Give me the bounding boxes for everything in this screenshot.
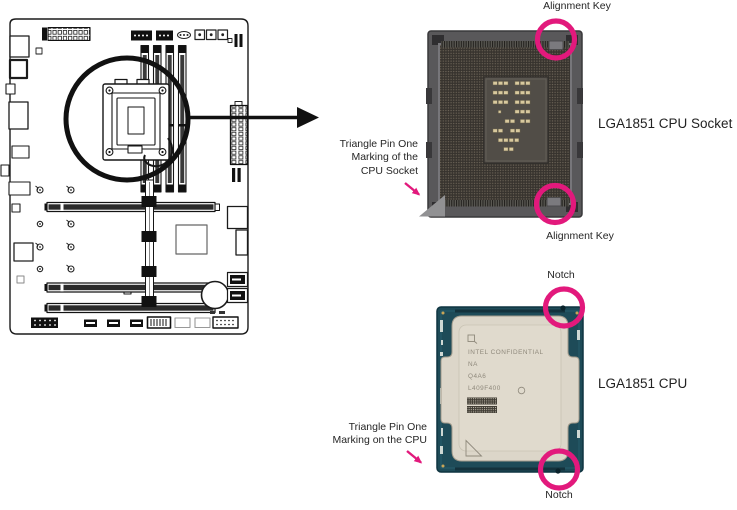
label-notch-bottom: Notch — [545, 489, 573, 501]
ihs-datamatrix — [467, 397, 497, 413]
socket-title: LGA1851 CPU Socket — [598, 116, 733, 131]
socket-pin-one-arrow-icon — [404, 182, 421, 196]
label-line: Triangle Pin One — [348, 421, 427, 433]
alignment-key-tab-top — [548, 40, 564, 50]
gold-pads — [492, 81, 531, 152]
fan-headers — [131, 29, 243, 47]
bottom-headers — [31, 316, 239, 329]
rear-io-ports — [0, 35, 43, 196]
cpu-title: LGA1851 CPU — [598, 376, 688, 391]
label-notch-top: Notch — [547, 269, 575, 281]
label-line: CPU Socket — [360, 164, 418, 177]
label-line: Triangle Pin One — [339, 138, 418, 150]
m2-slots — [141, 179, 157, 307]
motherboard-diagram — [0, 18, 249, 335]
sata-ports — [226, 271, 249, 304]
ihs-marking-line: Q4A6 — [468, 373, 487, 381]
socket-center-cavity — [483, 76, 549, 164]
ihs-marking-line: INTEL CONFIDENTIAL — [468, 349, 544, 356]
ihs-logo-mark — [467, 334, 478, 344]
top-pin-header — [47, 26, 91, 42]
cpu-socket-photo — [419, 30, 583, 218]
alignment-key-tab-bottom — [546, 197, 562, 207]
chipset — [175, 224, 208, 255]
pink-highlights — [533, 18, 586, 491]
cpu-ihs-markings: INTEL CONFIDENTIAL NA Q4A6 L409F400 — [468, 347, 552, 395]
cpu-notch-bottom — [555, 468, 561, 474]
cpu-pin-one-arrow-icon — [406, 450, 423, 464]
socket-pin-one-triangle-marker — [419, 195, 445, 217]
highlight-circle-alignment-key-bottom — [533, 182, 577, 226]
label-alignment-key-bottom: Alignment Key — [546, 230, 614, 242]
label-socket-pin-one: Triangle Pin One Marking of the CPU Sock… — [317, 138, 418, 178]
ihs-marking-line: L409F400 — [468, 385, 501, 393]
label-line: Marking of the — [351, 151, 418, 164]
cpu-photo — [436, 305, 584, 474]
cpu-notch-top — [560, 305, 566, 311]
ihs-pin-one-triangle — [465, 439, 483, 457]
ihs-marking-line: NA — [468, 361, 478, 369]
highlight-circle-notch-top — [542, 286, 586, 329]
callout-arrow-icon — [188, 107, 319, 128]
label-cpu-pin-one: Triangle Pin One Marking on the CPU — [307, 421, 427, 448]
atx-power-connector — [229, 101, 249, 182]
label-alignment-key-top: Alignment Key — [543, 0, 611, 12]
ihs-cert-mark — [517, 386, 526, 395]
cmos-battery — [200, 280, 230, 310]
cpu-socket-drawing — [102, 78, 174, 168]
highlight-circle-notch-bottom — [537, 448, 581, 491]
label-line: Marking on the CPU — [332, 434, 427, 447]
highlight-circle-alignment-key-top — [534, 18, 578, 61]
